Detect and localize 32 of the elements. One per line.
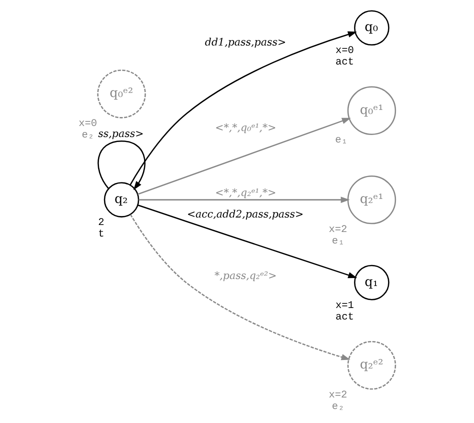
node-label: act xyxy=(335,311,354,324)
node-circle: q₁ xyxy=(354,264,390,300)
node-circle: q₀ᵉ¹ xyxy=(347,86,396,135)
arrow xyxy=(98,140,146,190)
node-circle: q₂ xyxy=(104,182,140,218)
node-label: e₁ xyxy=(332,235,344,248)
node-label: e₂ xyxy=(82,129,94,142)
node-label: x=2 xyxy=(328,224,348,236)
edge-label: dd1,pass,pass> xyxy=(204,36,286,49)
arrow xyxy=(138,118,351,195)
edge-label: *,pass,q₂ᵉ²> xyxy=(214,270,277,282)
arrow xyxy=(138,204,358,278)
node-label: 2 xyxy=(98,217,104,230)
node-label: x=1 xyxy=(335,300,354,312)
node-circle: q₂ᵉ² xyxy=(347,340,396,390)
node-circle: q₀ᵉ² xyxy=(97,70,146,118)
node-label: e₂ xyxy=(332,400,344,413)
node-label: x=2 xyxy=(328,389,348,402)
arrow xyxy=(130,214,350,360)
node-label: e₁ xyxy=(335,134,348,147)
node-circle: q₀ xyxy=(354,10,390,46)
node-label: x=0 xyxy=(335,45,354,58)
node-label: x=0 xyxy=(78,118,98,130)
edge-label: ss,pass> xyxy=(98,128,144,140)
node-circle: q₂ᵉ¹ xyxy=(347,175,396,224)
edge-label: <*,*,q₂ᵉ¹,*> xyxy=(215,186,276,199)
arrow xyxy=(130,31,357,186)
edge-label: <*,*,q₀ᵉ¹,*> xyxy=(215,122,276,134)
node-label: t xyxy=(98,228,104,241)
edge-label: <acc,add2,pass,pass> xyxy=(186,208,304,221)
arrow xyxy=(138,196,350,203)
node-label: act xyxy=(335,56,354,69)
